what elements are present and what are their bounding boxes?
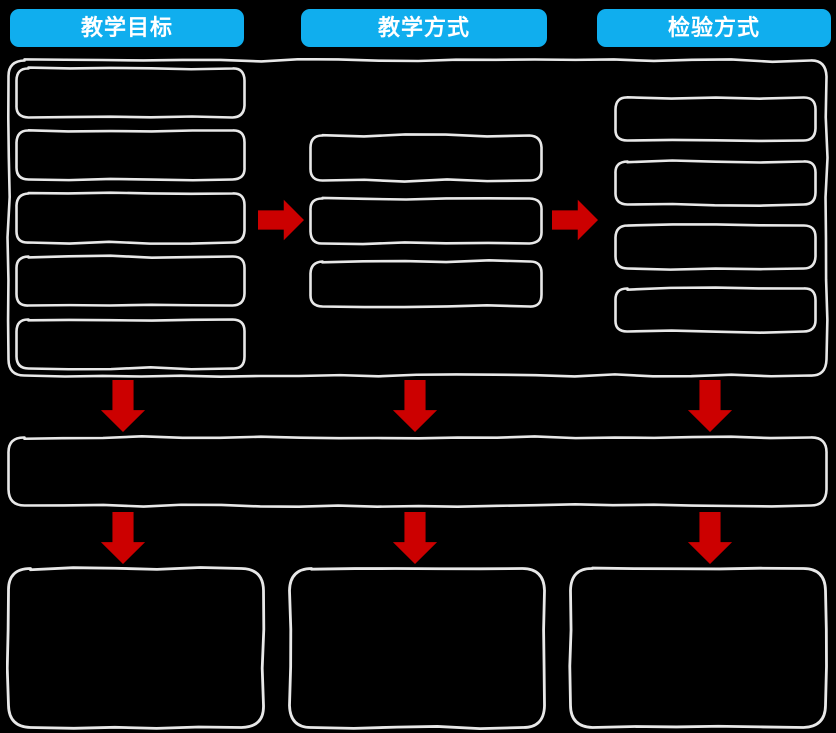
bottom-box-center-label: [287, 566, 547, 730]
evaluation-methods-column-item-1-outline: [614, 96, 817, 143]
teaching-objectives-column-item-4-label: [14, 254, 247, 308]
header-pill-1[interactable]: 教学目标: [10, 9, 244, 47]
teaching-methods-column-item-1-outline: [309, 133, 543, 183]
teaching-objectives-column-item-2-label: [14, 128, 247, 182]
teaching-objectives-column-item-2[interactable]: [14, 128, 247, 182]
teaching-methods-column-item-1-label: [308, 133, 544, 183]
evaluation-methods-column-item-2[interactable]: [613, 159, 818, 207]
middle-bar-label: [6, 435, 829, 508]
bottom-box-center[interactable]: [287, 566, 547, 730]
bottom-box-right-outline: [568, 566, 828, 729]
header-pill-3[interactable]: 检验方式: [597, 9, 831, 47]
header-pill-label-1: 教学目标: [80, 15, 173, 40]
header-pill-label-2: 教学方式: [377, 15, 470, 40]
middle-bar[interactable]: [6, 435, 829, 508]
teaching-objectives-column-item-4-outline: [15, 254, 246, 307]
down-arrow-center-top: [391, 380, 439, 432]
teaching-objectives-column-item-1-label: [14, 66, 247, 120]
down-arrow-left-top: [99, 380, 147, 432]
teaching-methods-column-item-1[interactable]: [308, 133, 544, 183]
teaching-methods-column-item-2[interactable]: [308, 196, 544, 246]
evaluation-methods-column-item-3-outline: [614, 223, 817, 271]
evaluation-methods-column-item-4-outline: [614, 286, 817, 334]
down-arrow-center-bottom: [391, 512, 439, 564]
teaching-objectives-column-item-2-outline: [15, 128, 246, 182]
teaching-methods-column-item-2-label: [308, 196, 544, 246]
evaluation-methods-column-item-3-label: [613, 223, 818, 271]
bottom-box-center-outline: [288, 567, 546, 730]
teaching-objectives-column-item-5-label: [14, 317, 247, 371]
teaching-objectives-column-item-1-outline: [15, 66, 246, 119]
arrow-objectives-to-methods: [258, 198, 304, 242]
bottom-box-left[interactable]: [6, 566, 266, 730]
bottom-box-right[interactable]: [568, 566, 828, 730]
header-pill-2[interactable]: 教学方式: [301, 9, 547, 47]
down-arrow-right-bottom: [686, 512, 734, 564]
evaluation-methods-column-item-4-label: [613, 286, 818, 334]
teaching-objectives-column-item-3-outline: [15, 191, 246, 245]
evaluation-methods-column-item-1-label: [613, 95, 818, 143]
teaching-objectives-column-item-1[interactable]: [14, 66, 247, 120]
teaching-methods-column-item-3[interactable]: [308, 259, 544, 309]
down-arrow-right-top: [686, 380, 734, 432]
evaluation-methods-column-item-4[interactable]: [613, 286, 818, 334]
teaching-objectives-column-item-3-label: [14, 191, 247, 245]
bottom-box-left-label: [6, 566, 266, 730]
evaluation-methods-column-item-2-label: [613, 159, 818, 207]
evaluation-methods-column-item-1[interactable]: [613, 95, 818, 143]
teaching-methods-column-item-3-label: [308, 259, 544, 309]
middle-bar-outline: [7, 435, 828, 508]
down-arrow-left-bottom: [99, 512, 147, 564]
teaching-objectives-column-item-3[interactable]: [14, 191, 247, 245]
teaching-objectives-column-item-5[interactable]: [14, 317, 247, 371]
teaching-objectives-column-item-5-outline: [15, 318, 246, 371]
teaching-objectives-column-item-4[interactable]: [14, 254, 247, 308]
teaching-methods-column-item-3-outline: [309, 259, 543, 309]
evaluation-methods-column-item-2-outline: [614, 159, 817, 207]
bottom-box-right-label: [568, 566, 828, 730]
arrow-methods-to-evaluation: [552, 198, 598, 242]
evaluation-methods-column-item-3[interactable]: [613, 223, 818, 271]
header-pill-label-3: 检验方式: [667, 15, 760, 40]
bottom-box-left-outline: [6, 566, 266, 730]
teaching-methods-column-item-2-outline: [309, 196, 543, 246]
